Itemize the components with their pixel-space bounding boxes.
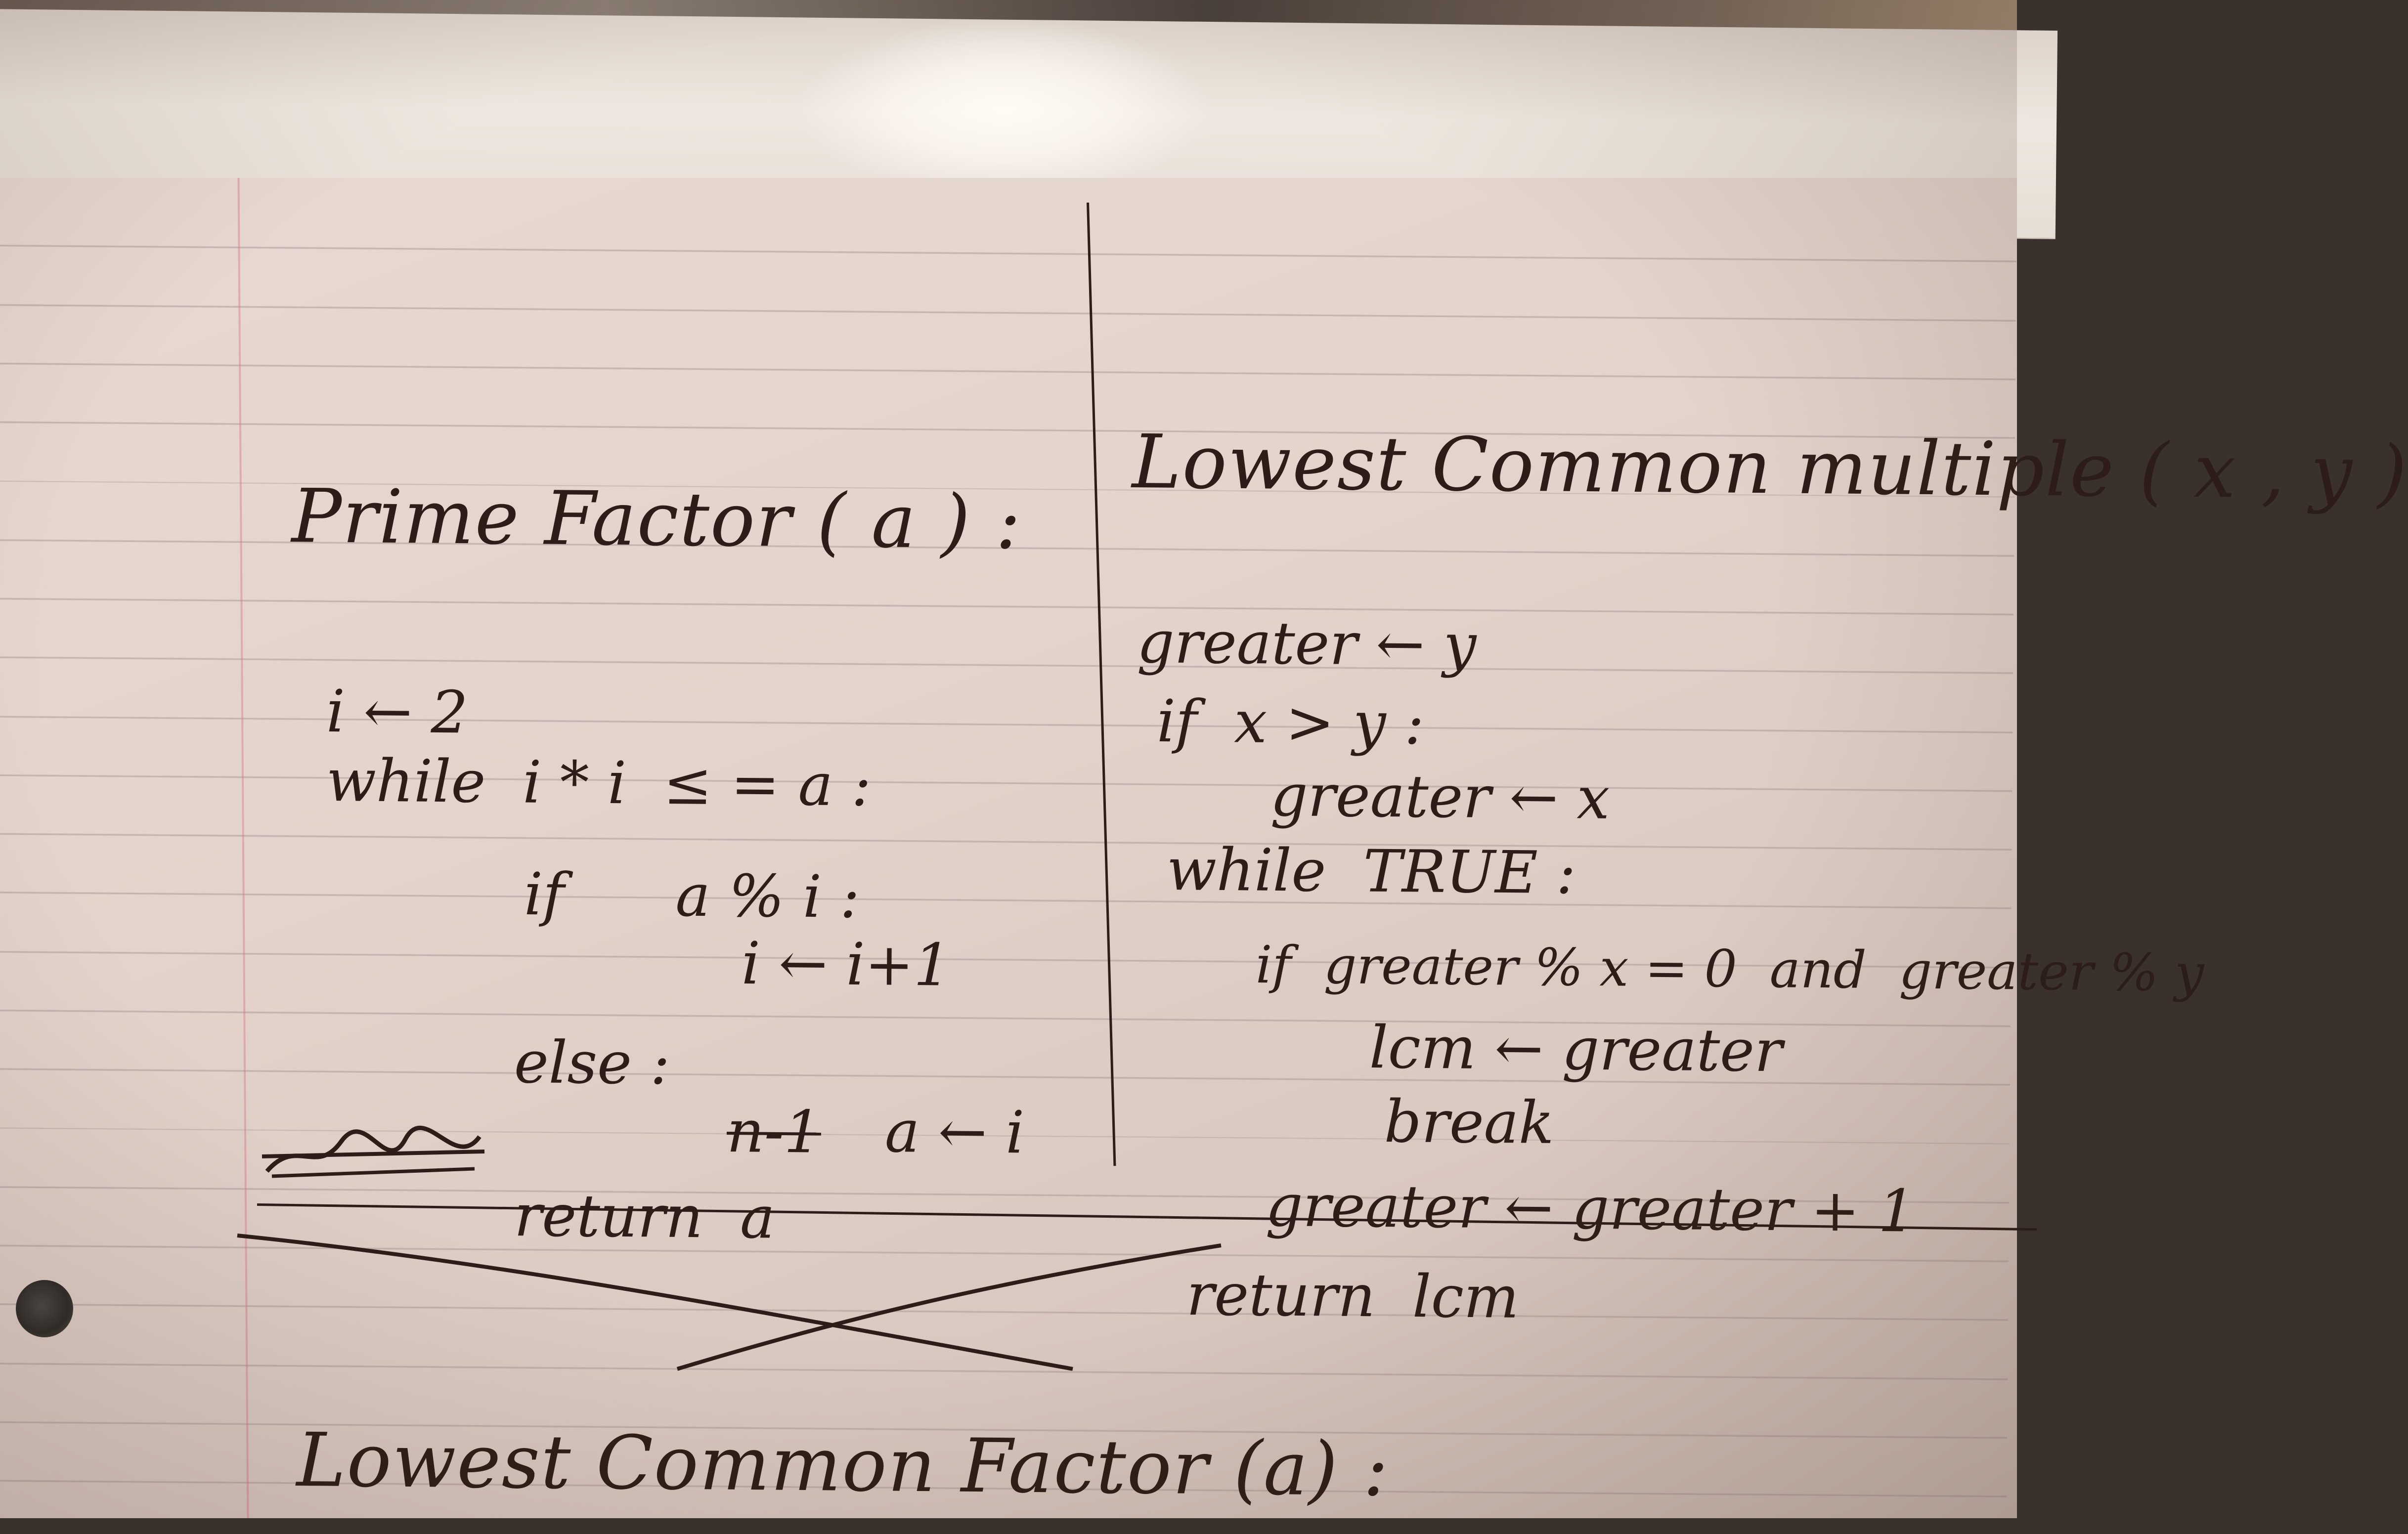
lcm-line-4: while TRUE : [1166,835,1576,907]
lcm-line-3: greater ← x [1270,761,1610,832]
lcm-line-1: greater ← y [1137,608,1477,679]
pf-line-3: if a % i : [524,860,860,931]
scribbled-out-word [262,1125,485,1178]
pf-line-2: while i * i ≤ = a : [326,746,872,819]
pf-struck-text: n-1 [726,1097,822,1166]
pf-line-5: else : [514,1028,670,1098]
light-glare [801,20,1206,198]
pf-line-4: i ← i+1 [741,929,951,999]
prime-factor-title: Prime Factor ( a ) : [291,473,1022,566]
pf-line-1: i ← 2 [326,677,469,747]
lcm-line-7: break [1384,1087,1555,1157]
lcm-line-5: if greater % x = 0 and greater % y [1255,935,2204,1003]
cross-out-strokes [237,1234,1222,1371]
lcm-title: Lowest Common multiple ( x , y ) [1132,419,2408,516]
notebook-sheet [0,178,2017,1534]
punch-hole [16,1280,73,1337]
lcm-line-8: greater ← greater + 1 [1265,1171,1916,1245]
crossed-title: Lowest Common Factor (a) : [296,1417,1390,1513]
pf-line-6: a ← i [884,1097,1025,1167]
lcm-line-2: if x > y : [1156,687,1425,758]
lcm-line-6: lcm ← greater [1369,1013,1783,1085]
